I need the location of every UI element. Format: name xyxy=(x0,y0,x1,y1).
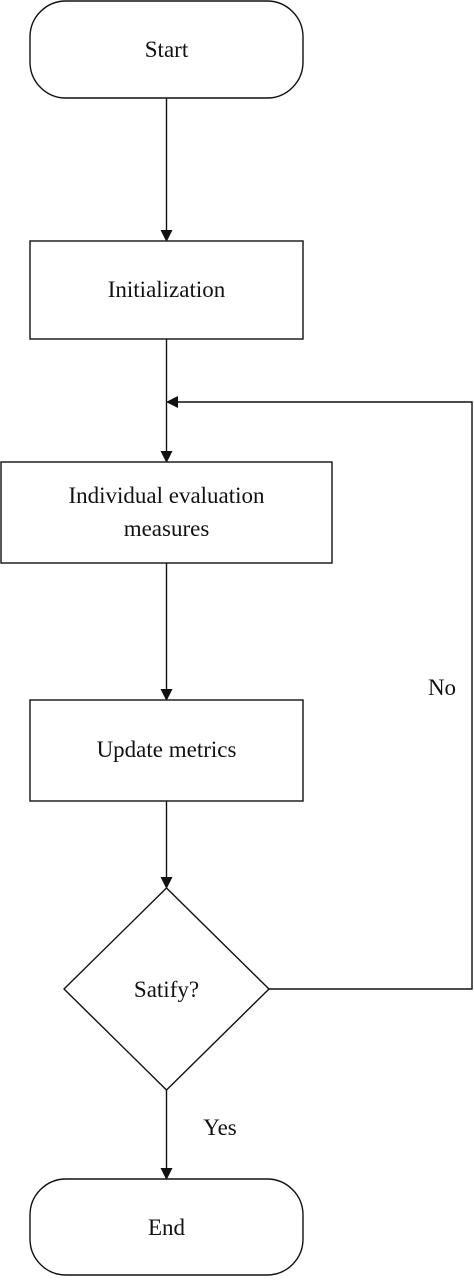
update-metrics-node-label: Update metrics xyxy=(97,737,237,762)
individual-evaluation-node: Individual evaluation measures xyxy=(0,461,333,564)
end-node-label: End xyxy=(148,1215,186,1240)
initialization-node-shape xyxy=(29,240,304,340)
end-node-shape xyxy=(29,1178,304,1276)
initialization-node: Initialization xyxy=(29,240,304,340)
no-label: No xyxy=(428,675,456,700)
start-node-label: Start xyxy=(145,37,189,62)
update-metrics-node-shape xyxy=(29,699,304,802)
yes-label: Yes xyxy=(203,1115,237,1140)
individual-evaluation-node-label-line2: measures xyxy=(124,516,210,541)
update-metrics-node: Update metrics xyxy=(29,699,304,802)
initialization-node-label: Initialization xyxy=(108,277,226,302)
end-node: End xyxy=(29,1178,304,1276)
individual-evaluation-node-label-line1: Individual evaluation xyxy=(68,483,265,508)
individual-evaluation-node-shape xyxy=(0,461,333,564)
arrow-no-loop xyxy=(166,396,473,990)
start-node: Start xyxy=(29,0,304,99)
satify-decision-label: Satify? xyxy=(134,977,199,1002)
satify-decision-node: Satify? xyxy=(63,887,270,1091)
